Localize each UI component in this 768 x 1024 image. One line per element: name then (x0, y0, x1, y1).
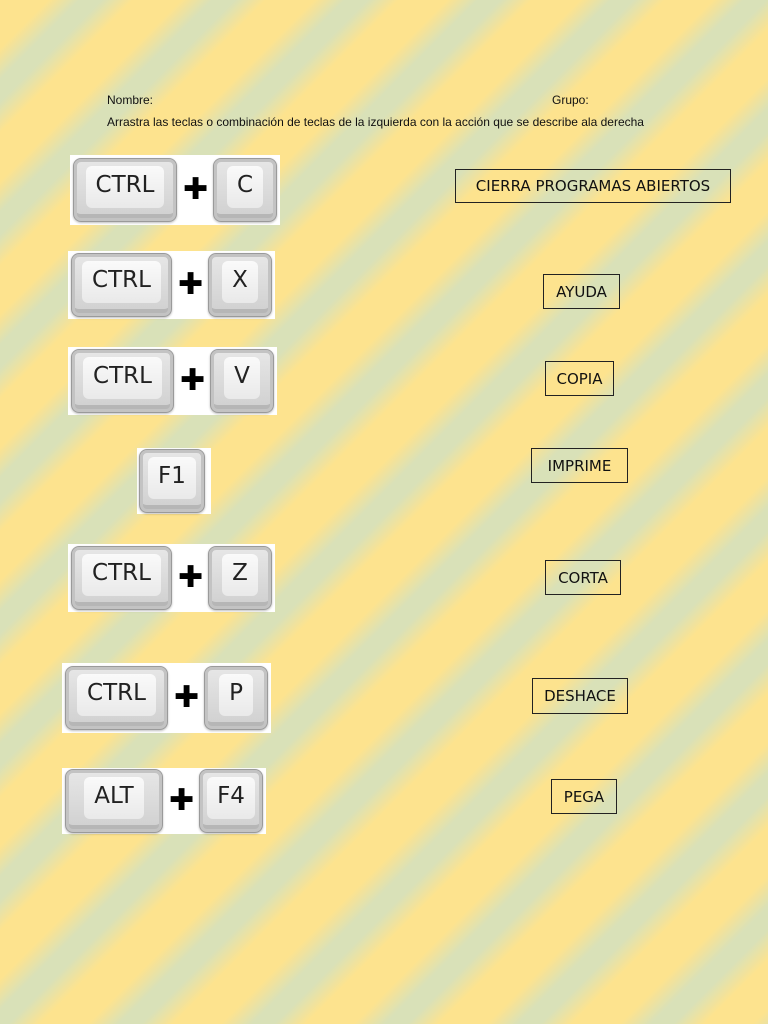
key-f1-cap: F1 (139, 449, 205, 513)
key-ctrl: CTRL (71, 253, 172, 317)
plus-icon: ✚ (174, 680, 200, 715)
plus-icon: ✚ (178, 267, 204, 302)
key-combo-ctrl-x[interactable]: CTRL ✚ X (68, 251, 275, 319)
key-alt: ALT (65, 769, 163, 833)
key-combo-ctrl-v[interactable]: CTRL ✚ V (68, 347, 277, 415)
plus-icon: ✚ (183, 172, 209, 207)
key-f1[interactable]: F1 (137, 448, 211, 514)
key-ctrl: CTRL (71, 546, 172, 610)
key-combo-ctrl-c[interactable]: CTRL ✚ C (70, 155, 280, 225)
plus-icon: ✚ (178, 560, 204, 595)
action-box-deshace[interactable]: DESHACE (532, 678, 628, 714)
plus-icon: ✚ (180, 363, 206, 398)
key-combo-ctrl-z[interactable]: CTRL ✚ Z (68, 544, 275, 612)
action-box-ayuda[interactable]: AYUDA (543, 274, 620, 309)
key-combo-alt-f4[interactable]: ALT ✚ F4 (62, 768, 266, 834)
action-box-corta[interactable]: CORTA (545, 560, 621, 595)
key-f4: F4 (199, 769, 263, 833)
action-box-copia[interactable]: COPIA (545, 361, 614, 396)
key-z: Z (208, 546, 272, 610)
action-box-imprime[interactable]: IMPRIME (531, 448, 628, 483)
key-p: P (204, 666, 268, 730)
key-c: C (213, 158, 277, 222)
key-combo-ctrl-p[interactable]: CTRL ✚ P (62, 663, 271, 733)
action-box-cierra-programas[interactable]: CIERRA PROGRAMAS ABIERTOS (455, 169, 731, 203)
group-label: Grupo: (552, 93, 589, 107)
key-ctrl: CTRL (71, 349, 174, 413)
key-x: X (208, 253, 272, 317)
action-box-pega[interactable]: PEGA (551, 779, 617, 814)
instructions-text: Arrastra las teclas o combinación de tec… (107, 115, 644, 129)
key-ctrl: CTRL (73, 158, 177, 222)
key-ctrl: CTRL (65, 666, 168, 730)
plus-icon: ✚ (169, 783, 195, 818)
name-label: Nombre: (107, 93, 154, 107)
key-v: V (210, 349, 274, 413)
